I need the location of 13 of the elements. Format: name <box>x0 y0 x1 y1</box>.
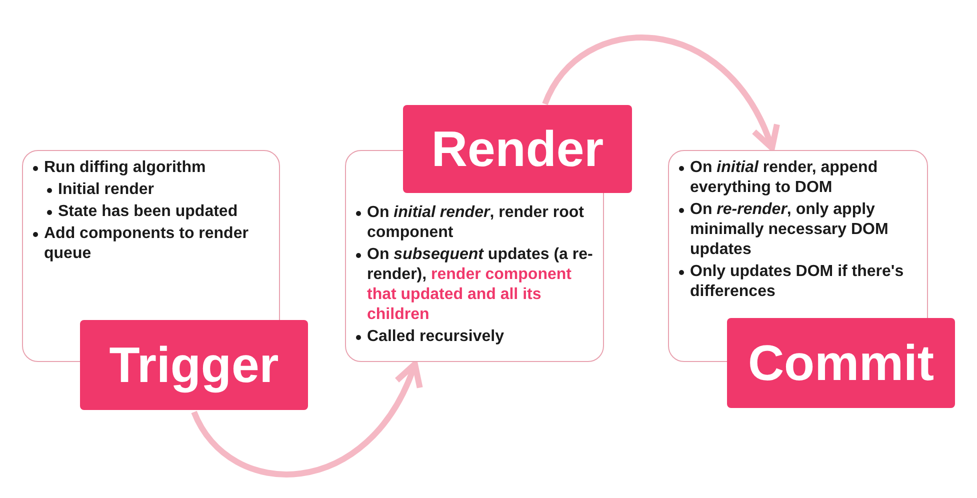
curved-arrow <box>191 361 421 478</box>
heading-badge: Trigger <box>80 320 308 410</box>
bullet-text: Called recursively <box>367 328 504 345</box>
bullet-text: Add components to render queue <box>44 225 248 262</box>
heading-badge: Render <box>403 105 632 193</box>
bullet-text: Initial render <box>58 181 154 198</box>
heading-badge: Commit <box>727 318 955 408</box>
bullet-text: On re-render, only apply minimally necessary DOM updates <box>690 201 888 258</box>
curved-arrow <box>542 34 778 151</box>
bullet-text: State has been updated <box>58 203 238 220</box>
bullet-text: Run diffing algorithm <box>44 159 206 176</box>
bullet-text: On subsequent updates (a re-render), render component that updated and all its children <box>367 246 593 323</box>
bullet-text: Only updates DOM if there's differences <box>690 263 904 300</box>
